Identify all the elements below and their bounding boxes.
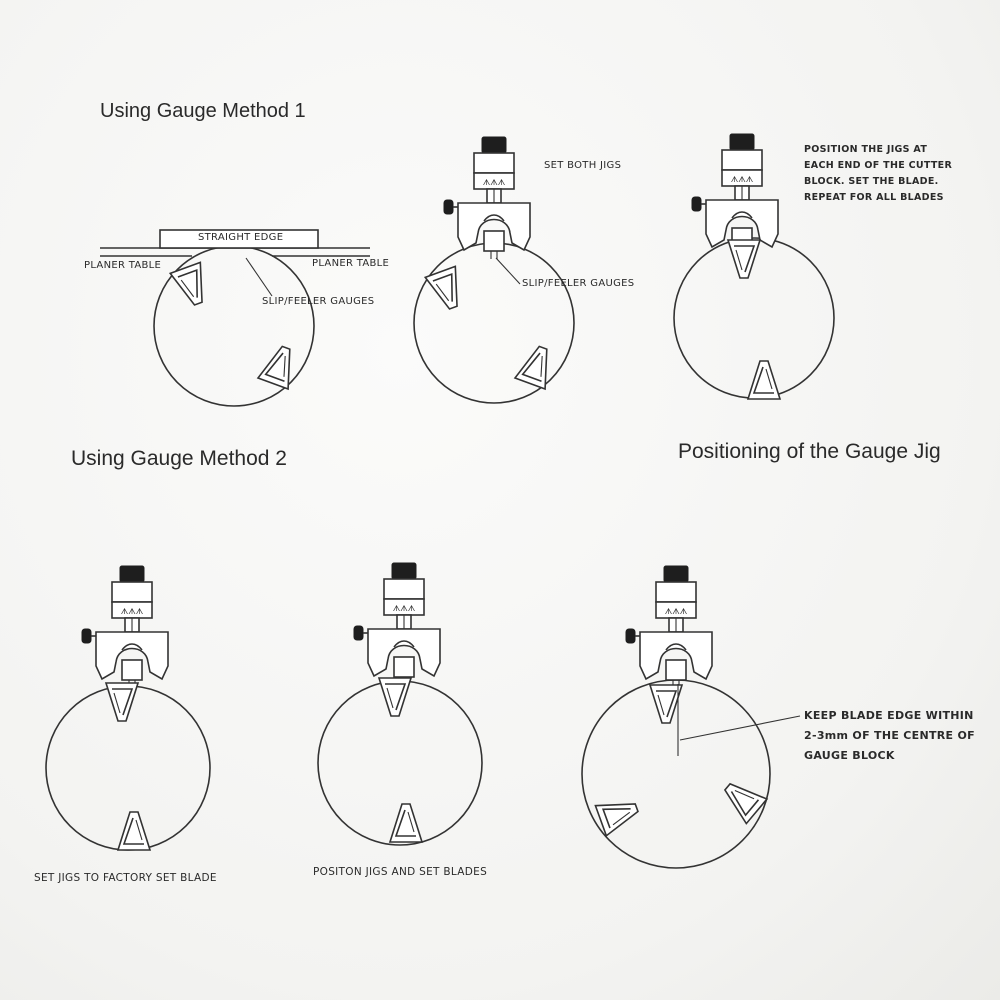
figure-5-set-blades [317, 562, 483, 846]
heading-positioning: Positioning of the Gauge Jig [678, 440, 941, 463]
label-slip-feeler-1: SLIP/FEELER GAUGES [262, 296, 375, 307]
figure-6-keep-blade-edge [581, 565, 801, 869]
note-position-jigs: POSITION THE JIGS AT EACH END OF THE CUT… [804, 142, 952, 206]
note-line: BLOCK. SET THE BLADE. [804, 176, 939, 187]
heading-method-2: Using Gauge Method 2 [71, 447, 287, 470]
heading-method-1: Using Gauge Method 1 [100, 100, 306, 122]
figure-4-factory-set-blade [45, 565, 211, 851]
note-line: 2-3mm OF THE CENTRE OF [804, 729, 975, 742]
label-set-both-jigs: SET BOTH JIGS [544, 160, 622, 171]
caption-factory-set: SET JIGS TO FACTORY SET BLADE [34, 872, 217, 884]
label-slip-feeler-2: SLIP/FEELER GAUGES [522, 278, 635, 289]
label-planer-table-right: PLANER TABLE [312, 258, 390, 269]
caption-set-blades: POSITON JIGS AND SET BLADES [313, 866, 488, 878]
note-line: EACH END OF THE CUTTER [804, 160, 953, 171]
note-line: KEEP BLADE EDGE WITHIN [804, 709, 974, 722]
label-planer-table-left: PLANER TABLE [84, 260, 162, 271]
figure-3-position-jigs [673, 133, 835, 400]
note-keep-blade-edge: KEEP BLADE EDGE WITHIN 2-3mm OF THE CENT… [804, 706, 975, 766]
figure-2-set-both-jigs [413, 136, 575, 404]
note-line: POSITION THE JIGS AT [804, 144, 928, 155]
note-line: REPEAT FOR ALL BLADES [804, 192, 944, 203]
note-line: GAUGE BLOCK [804, 749, 895, 762]
figure-1-straight-edge [100, 229, 370, 407]
label-straight-edge: STRAIGHT EDGE [198, 232, 284, 243]
